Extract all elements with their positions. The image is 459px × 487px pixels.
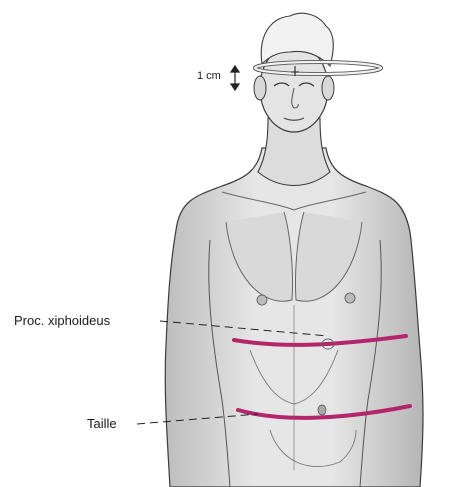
left-nipple (257, 295, 267, 305)
navel (318, 405, 326, 415)
xiphoid-label: Proc. xiphoideus (14, 314, 110, 327)
male-figure (165, 118, 423, 487)
right-nipple (345, 293, 355, 303)
offset-arrow-icon (231, 66, 239, 90)
waist-label: Taille (87, 417, 117, 430)
left-ear (254, 76, 266, 100)
right-ear (322, 76, 334, 100)
head-offset-label: 1 cm (197, 71, 221, 82)
